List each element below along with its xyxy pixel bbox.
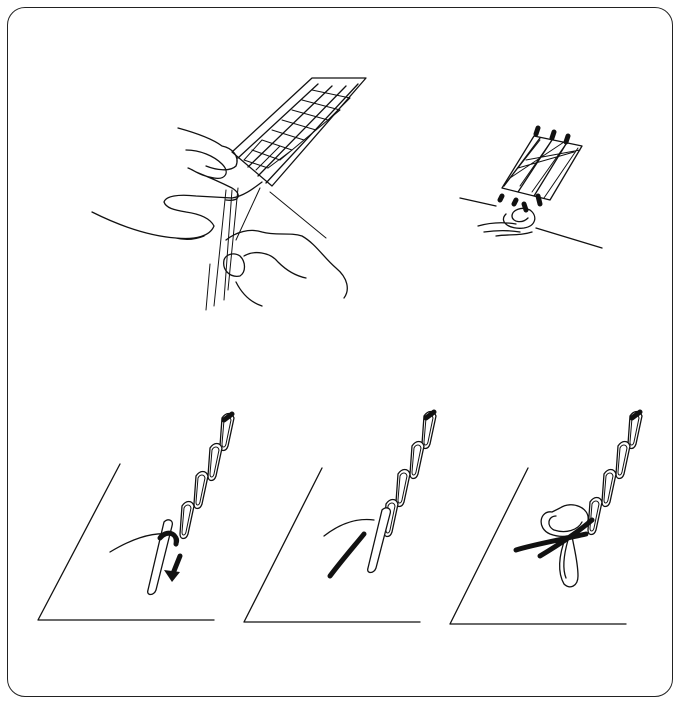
right-hand: [224, 230, 348, 306]
chain-stitches: [180, 414, 234, 539]
threads: [206, 188, 326, 310]
thread-knot: [478, 208, 535, 236]
panel-chain-step-1: [38, 414, 234, 621]
stitch-strip: [232, 78, 366, 186]
chain-stitches: [384, 412, 436, 537]
panel-hands-pulling-threads: [92, 78, 366, 310]
panel-threads-tied: [460, 128, 602, 248]
panel-chain-step-3: [450, 412, 642, 625]
chain-stitches: [588, 412, 642, 535]
upper-hand: [178, 128, 238, 200]
pulled-thread: [330, 534, 364, 576]
panel-chain-step-2: [244, 412, 436, 623]
